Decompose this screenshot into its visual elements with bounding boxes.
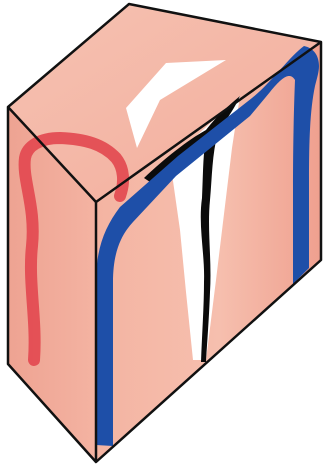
tissue-block-diagram (0, 0, 331, 468)
